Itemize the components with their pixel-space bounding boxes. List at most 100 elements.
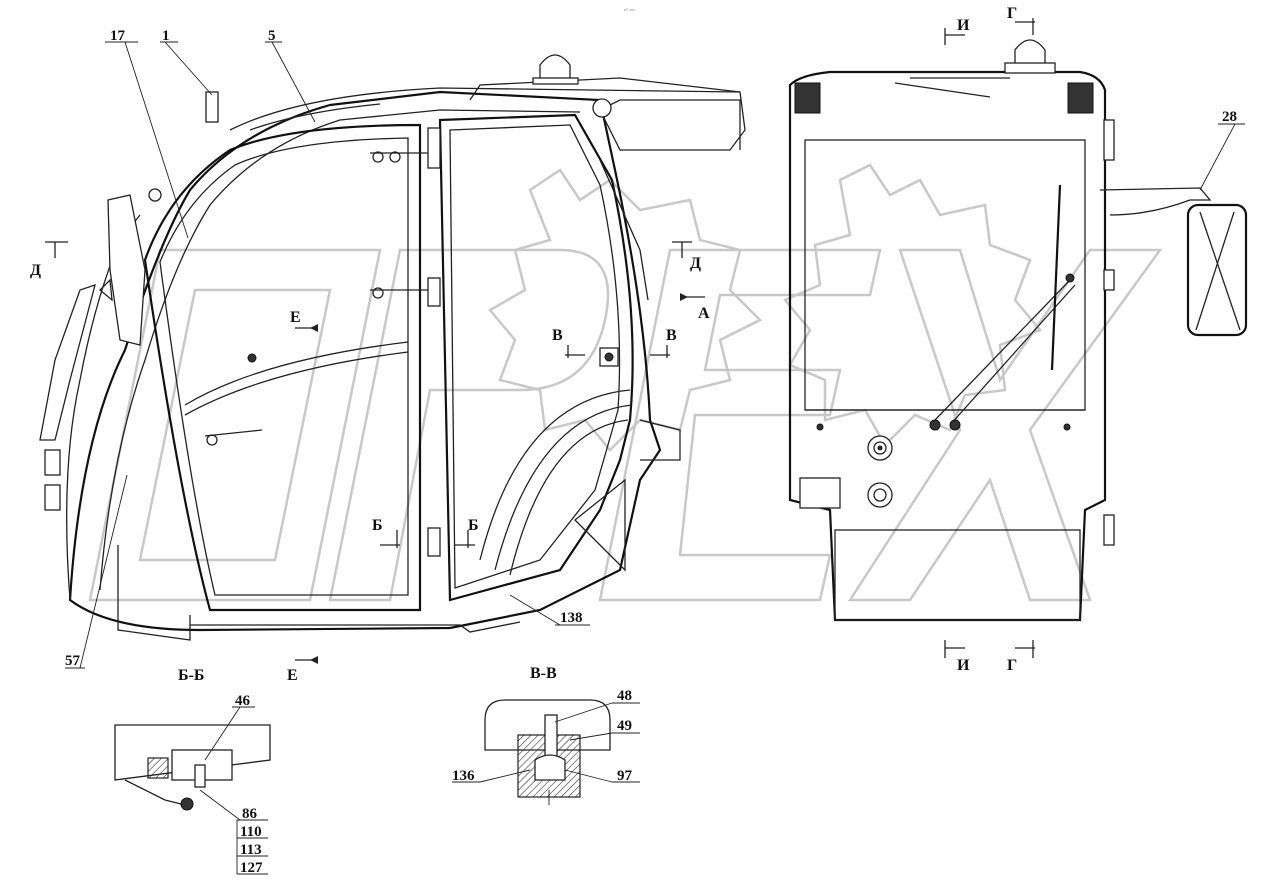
wiper-pivot-top: [1065, 273, 1075, 283]
bb-panel: [114, 724, 271, 781]
rear-door-frame: [438, 113, 634, 602]
side-hinge-3: [1103, 514, 1115, 546]
mark-g-top: Г: [1007, 5, 1017, 22]
rear-door-glass: [449, 124, 621, 589]
callout-46: 46: [235, 693, 251, 709]
mirror-strut-2: [1195, 211, 1235, 331]
section-title-vv: В-В: [530, 665, 557, 682]
front-box: [799, 477, 841, 509]
mark-i-top: И: [957, 17, 970, 34]
callout-138: 138: [560, 610, 583, 626]
callout-17: 17: [110, 28, 126, 44]
roof-antenna: [205, 91, 219, 123]
callout-97: 97: [617, 768, 633, 784]
callout-1: 1: [162, 28, 170, 44]
front-port-lower: [867, 482, 893, 508]
mark-a-view: А: [698, 305, 710, 322]
bb-bolt: [194, 764, 206, 788]
callout-5: 5: [268, 28, 276, 44]
section-mark-labels: Д Д Е Е А В В Б Б И Г И Г Б-Б В-В: [30, 5, 1017, 684]
mudflap: [117, 545, 191, 641]
callout-113: 113: [240, 842, 262, 858]
front-lower-panel: [834, 529, 1081, 621]
roof-visor: [599, 99, 741, 150]
door-hinges: [204, 127, 619, 557]
cab-front-view: [788, 39, 1248, 622]
mark-i-bottom: И: [957, 657, 970, 674]
vv-shell: [484, 699, 611, 751]
front-beacon-base: [1004, 62, 1056, 74]
mirror-strut: [1199, 211, 1241, 331]
front-light-left: [794, 82, 821, 114]
mark-b-right: Б: [468, 517, 479, 534]
callout-57: 57: [65, 653, 81, 669]
bb-hatch: [147, 757, 169, 779]
section-v-v: [484, 699, 611, 805]
beacon-lamp: [539, 54, 571, 81]
callout-labels: 17 1 5 28 57 138 46 86 110 113 127 48 49…: [65, 28, 1237, 876]
callout-28: 28: [1222, 109, 1237, 125]
front-windscreen: [66, 214, 141, 601]
roof-pivot: [592, 98, 612, 118]
cab-inner-frame: [99, 109, 581, 591]
roof-seam: [249, 103, 381, 131]
front-windscreen-view: [804, 139, 1086, 411]
mark-v-left: В: [552, 327, 563, 344]
front-light-right: [1067, 82, 1094, 114]
wheel-arch-1: [479, 389, 631, 561]
front-door-glass: [159, 137, 409, 596]
section-b-b: [114, 724, 271, 811]
front-wiper: [39, 284, 96, 441]
roof-rail-1: [894, 82, 991, 98]
bb-nut: [180, 797, 194, 811]
vv-nut: [534, 754, 566, 781]
section-arrows: [45, 18, 1035, 664]
callout-127: 127: [240, 860, 263, 876]
cab-side-view: [39, 54, 746, 641]
wheel-arch-2: [494, 404, 633, 571]
watermark-logo: [88, 163, 1163, 602]
front-wiper-arm: [934, 279, 1071, 421]
front-door: [143, 123, 422, 612]
mark-e-top: Е: [290, 309, 301, 326]
front-wiper-arm-2: [949, 284, 1076, 426]
rear-fender-bracket: [574, 478, 626, 572]
rear-wiper: [599, 159, 649, 301]
leaders: [65, 41, 1245, 875]
front-beacon: [1014, 39, 1046, 66]
door-belt-line: [184, 341, 409, 406]
front-lamp-1: [44, 449, 61, 476]
rear-step: [639, 419, 681, 461]
callout-49: 49: [617, 718, 632, 734]
front-wiper-blade: [1050, 184, 1062, 371]
cab-outline: [68, 90, 662, 632]
mark-b-left: Б: [372, 517, 383, 534]
callout-136: 136: [452, 768, 475, 784]
side-hinge-2: [1103, 269, 1115, 291]
side-hinge-1: [1103, 119, 1115, 161]
beacon-base: [532, 77, 579, 85]
wiper-pivot-2: [949, 419, 961, 431]
mark-g-bottom: Г: [1007, 657, 1017, 674]
mark-d-right: Д: [690, 255, 701, 272]
bottom-sill: [190, 621, 521, 633]
roof-outline: [229, 87, 746, 151]
mirror-arm: [99, 278, 113, 302]
mark-v-right: В: [666, 327, 677, 344]
bb-bracket: [124, 779, 186, 806]
front-view-outline: [788, 70, 1107, 622]
front-roof-lamp: [148, 188, 162, 202]
left-mirror: [107, 194, 146, 346]
right-mirror-arm: [1099, 187, 1212, 216]
callout-48: 48: [617, 688, 632, 704]
header-mark: ᵉ⁰ ᵒᵒᵒ: [624, 8, 635, 14]
callout-110: 110: [240, 824, 262, 840]
section-title-bb: Б-Б: [178, 667, 204, 684]
door-belt-line-2: [184, 351, 409, 416]
mark-e-bottom: Е: [287, 667, 298, 684]
callout-86: 86: [242, 806, 258, 822]
wiper-pivot-1: [929, 419, 941, 431]
mark-d-left: Д: [30, 262, 41, 279]
front-lamp-2: [44, 484, 61, 511]
